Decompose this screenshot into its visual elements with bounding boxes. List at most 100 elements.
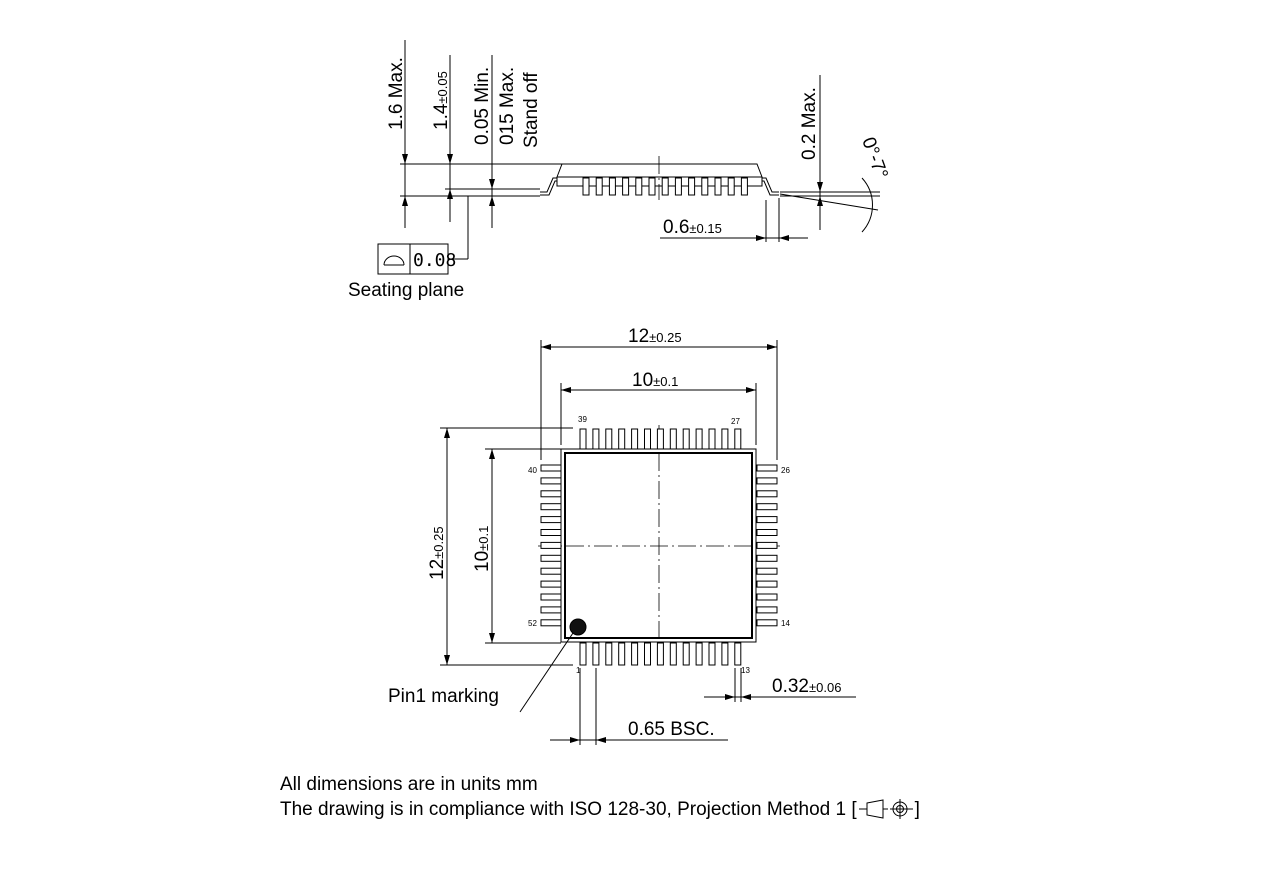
- pins-top-row: [579, 428, 742, 450]
- side-lead-2: [595, 177, 603, 196]
- flatness-frame: [377, 196, 469, 275]
- side-leads: [582, 177, 748, 196]
- side-view: [377, 40, 880, 275]
- pin-label-14: 14: [781, 619, 790, 628]
- note-projection-close: ]: [914, 799, 920, 820]
- pin1-marking-label: Pin1 marking: [388, 686, 499, 707]
- pin-top-1: [579, 428, 587, 450]
- side-lead-13: [740, 177, 748, 196]
- side-lead-10: [701, 177, 709, 196]
- pin-bottom-8: [669, 642, 677, 666]
- side-lead-right: [762, 177, 779, 196]
- dim-width-12: 12±0.25: [628, 326, 682, 347]
- pin-bottom-7: [656, 642, 664, 666]
- seating-plane-label: Seating plane: [348, 280, 464, 301]
- pin-top-2: [592, 428, 600, 450]
- pin-label-1: 1: [576, 666, 581, 675]
- pin-left-3: [540, 490, 562, 498]
- pin-right-4: [756, 503, 778, 511]
- flatness-icon: [383, 255, 405, 266]
- pin-top-4: [618, 428, 626, 450]
- pin-left-13: [540, 619, 562, 627]
- pin-bottom-3: [605, 642, 613, 666]
- dim-0-05-min: 0.05 Min.: [472, 67, 493, 145]
- dim-width-10: 10±0.1: [632, 370, 678, 391]
- dim-0-6: 0.6±0.15: [663, 217, 722, 238]
- pin-top-10: [695, 428, 703, 450]
- notes: All dimensions are in units mm The drawi…: [280, 772, 920, 822]
- dim-height-12: 12±0.25: [427, 526, 448, 580]
- pin-right-6: [756, 529, 778, 536]
- pin-bottom-5: [631, 642, 639, 666]
- package-body-outer: [560, 448, 757, 643]
- pin-bottom-12: [721, 642, 729, 666]
- pin-right-12: [756, 606, 778, 614]
- package-body-inner: [564, 452, 753, 639]
- side-lead-3: [608, 177, 616, 196]
- pin1-leader: [519, 632, 574, 713]
- flatness-value: 0.08: [413, 250, 456, 271]
- pin-left-12: [540, 606, 562, 614]
- dim-015-max: 015 Max.: [497, 67, 518, 145]
- pin-bottom-13: [734, 642, 742, 666]
- pin-left-1: [540, 464, 562, 472]
- angle-line: [779, 193, 879, 211]
- pin-top-9: [682, 428, 690, 450]
- pin-bottom-1: [579, 642, 587, 666]
- pin-left-7: [540, 541, 562, 549]
- pin1-dot: [569, 618, 587, 636]
- angle-arc: [861, 177, 873, 233]
- pin-left-4: [540, 503, 562, 511]
- pin-label-13: 13: [741, 666, 750, 675]
- side-lead-1: [582, 177, 590, 196]
- side-lead-9: [688, 177, 696, 196]
- pin-right-13: [756, 619, 778, 627]
- pin-label-27: 27: [731, 417, 740, 426]
- side-lead-left: [540, 177, 557, 196]
- pin-top-11: [708, 428, 716, 450]
- pin-top-12: [721, 428, 729, 450]
- pin-right-3: [756, 490, 778, 498]
- pin-label-52: 52: [528, 619, 537, 628]
- pin-right-11: [756, 593, 778, 601]
- pin-bottom-2: [592, 642, 600, 666]
- pin-bottom-11: [708, 642, 716, 666]
- pin-top-8: [669, 428, 677, 450]
- pin-label-39: 39: [578, 415, 587, 424]
- side-lead-12: [727, 177, 735, 196]
- pins-left-column: [540, 464, 562, 627]
- pin-left-10: [540, 580, 562, 588]
- pin-bottom-4: [618, 642, 626, 666]
- note-units: All dimensions are in units mm: [280, 774, 538, 795]
- pin-top-5: [631, 428, 639, 450]
- dim-pitch: 0.65 BSC.: [628, 719, 715, 740]
- side-lead-11: [714, 177, 722, 196]
- first-angle-projection-icon: [858, 799, 913, 819]
- dim-1-6-max: 1.6 Max.: [386, 57, 407, 130]
- pin-left-9: [540, 567, 562, 575]
- pin-right-1: [756, 464, 778, 472]
- pin-bottom-10: [695, 642, 703, 666]
- note-projection-text: The drawing is in compliance with ISO 12…: [280, 799, 857, 820]
- pin-top-6: [644, 428, 651, 450]
- pin-left-5: [540, 516, 562, 524]
- top-view: [440, 340, 856, 745]
- dim-lead-width: 0.32±0.06: [772, 676, 841, 697]
- pin-top-3: [605, 428, 613, 450]
- pin-label-26: 26: [781, 466, 790, 475]
- pin-bottom-9: [682, 642, 690, 666]
- side-lead-8: [674, 177, 682, 196]
- pin-left-11: [540, 593, 562, 601]
- side-lead-4: [622, 177, 630, 196]
- pin-left-2: [540, 477, 562, 485]
- dim-stand-off: Stand off: [521, 72, 542, 148]
- pin-right-5: [756, 516, 778, 524]
- pin-right-2: [756, 477, 778, 485]
- pin-right-9: [756, 567, 778, 575]
- pin-label-40: 40: [528, 466, 537, 475]
- side-lead-5: [635, 177, 643, 196]
- dim-0-2-max: 0.2 Max.: [799, 87, 820, 160]
- pins-right-column: [756, 464, 778, 627]
- pin-left-6: [540, 529, 562, 536]
- pin-left-8: [540, 554, 562, 562]
